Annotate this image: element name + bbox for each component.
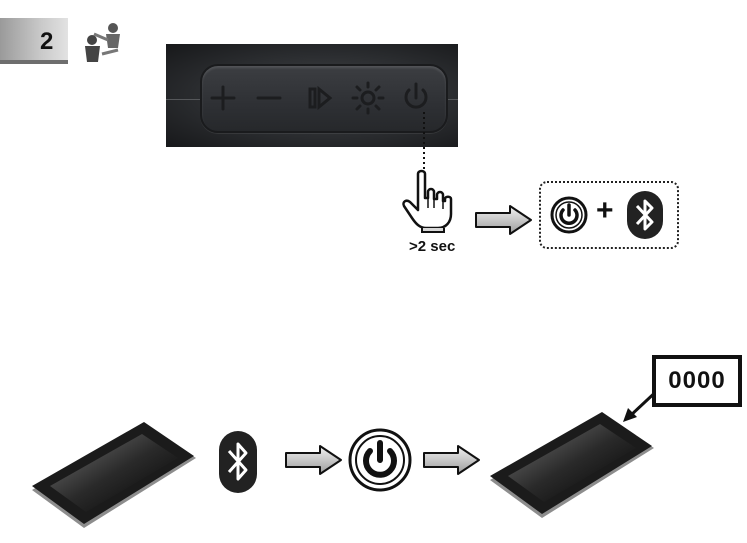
step-number: 2 (40, 28, 54, 55)
pairing-icon (85, 23, 120, 62)
volume-up-icon[interactable] (210, 85, 236, 111)
panel-button-icons (210, 81, 428, 115)
power-icon (348, 428, 412, 492)
play-pause-icon[interactable] (308, 85, 333, 111)
tablet-icon (32, 422, 196, 528)
press-lead-line (423, 112, 425, 182)
press-duration-label: >2 sec (409, 238, 456, 255)
power-icon[interactable] (404, 82, 428, 109)
arrow-right-icon (285, 445, 342, 475)
arrow-right-icon (475, 205, 532, 235)
light-icon[interactable] (351, 81, 385, 115)
result-frame (539, 181, 679, 249)
hand-press-icon (402, 169, 453, 233)
power-icon (550, 196, 588, 234)
bluetooth-icon (219, 431, 257, 493)
pin-code-box: 0000 (652, 355, 742, 407)
step-header-bar (0, 18, 68, 64)
arrow-right-icon (423, 445, 480, 475)
tablet-icon (490, 412, 654, 518)
plus-sign: + (596, 194, 614, 227)
bluetooth-icon (627, 191, 663, 239)
